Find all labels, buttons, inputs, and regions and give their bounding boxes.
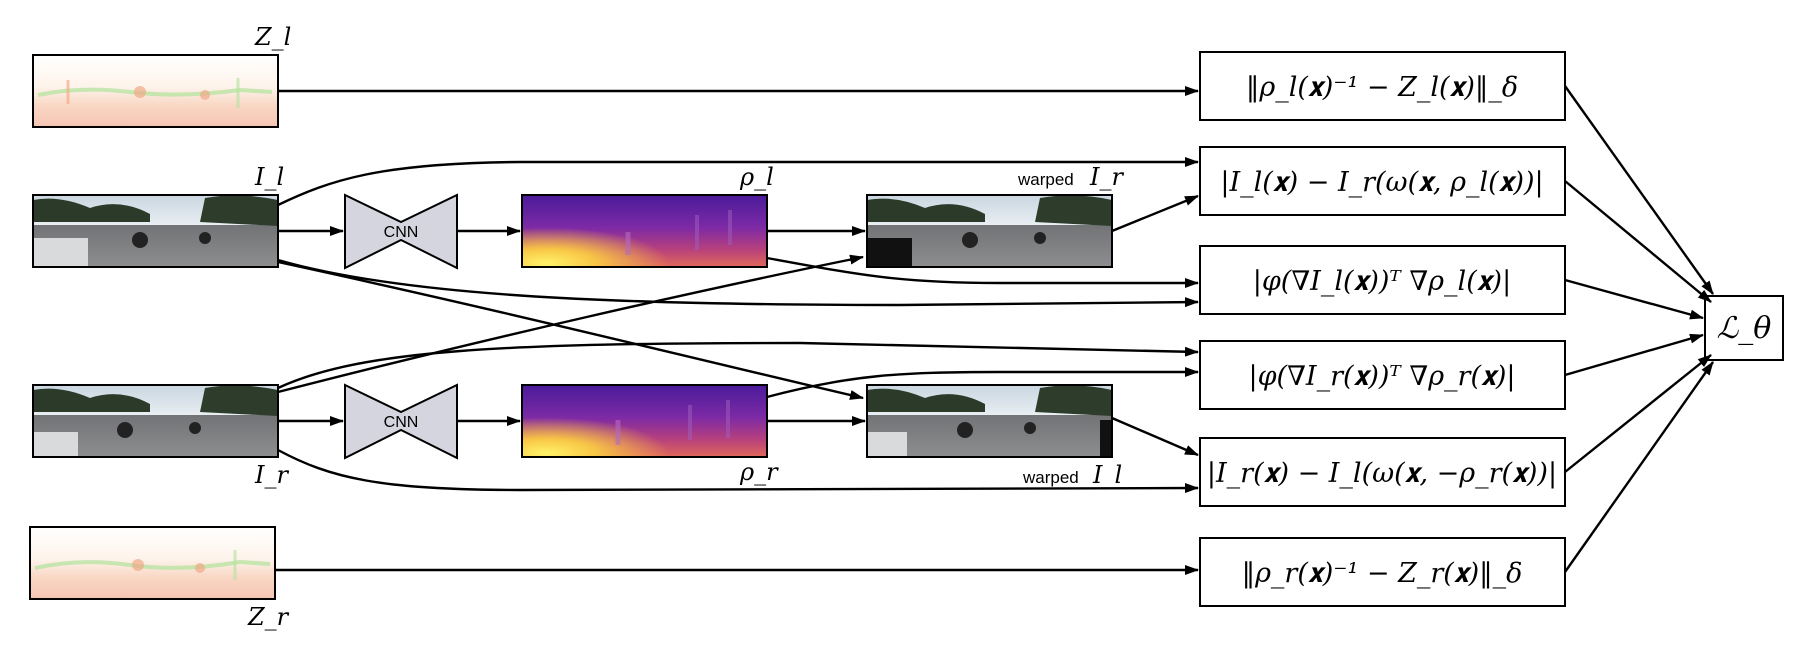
arrow-rhor-loss4 [766, 367, 1199, 399]
total-loss-label: ℒ_θ [1717, 311, 1772, 346]
warped-image-top [866, 194, 1113, 268]
warped-image-bottom [866, 384, 1113, 458]
arrow-loss2-total [1564, 180, 1712, 303]
z-l-label: Z_l [254, 23, 291, 51]
arrow-loss5-total [1564, 354, 1712, 473]
warped-var-bottom: I_l [1092, 461, 1122, 489]
arrow-warped-loss2 [1111, 194, 1199, 233]
warped-word-top: warped [1017, 170, 1074, 189]
cnn-bowtie-bottom [344, 383, 458, 460]
loss-term-1: ‖ρ_l(𝐱)⁻¹ − Z_l(𝐱)‖_δ [1246, 72, 1518, 103]
arrow-ir-warpedtop [277, 254, 864, 394]
arrow-il-warpedbottom [277, 260, 864, 400]
z-r-label: Z_r [247, 603, 290, 631]
loss-box-3 [1199, 245, 1566, 315]
loss-term-2: |I_l(𝐱) − I_r(ω(𝐱, ρ_l(𝐱))| [1220, 167, 1543, 198]
loss-term-4: |φ(∇I_r(𝐱))ᵀ ∇ρ_r(𝐱)| [1249, 361, 1516, 392]
right-image [32, 384, 279, 458]
i-r-label: I_r [254, 461, 289, 489]
depth-map-top [521, 194, 768, 268]
total-loss-box [1704, 295, 1784, 361]
arrow-warped-loss5 [1111, 416, 1199, 457]
arrow-loss1-total [1564, 85, 1714, 295]
warped-var-top: I_r [1089, 163, 1124, 191]
arrow-loss3-total [1564, 278, 1704, 320]
cnn-label-bottom: CNN [384, 414, 419, 431]
loss-box-2 [1199, 146, 1566, 216]
rho-r-label: ρ_r [739, 458, 779, 486]
arrow-il-loss2 [277, 157, 1199, 207]
loss-box-4 [1199, 340, 1566, 410]
loss-box-1 [1199, 51, 1566, 121]
rho-l-label: ρ_l [739, 163, 774, 191]
arrow-loss4-total [1564, 333, 1704, 377]
lidar-image-top [32, 54, 279, 128]
cnn-label-top: CNN [384, 224, 419, 241]
loss-box-5 [1199, 437, 1566, 507]
depth-map-bottom [521, 384, 768, 458]
left-image [32, 194, 279, 268]
arrows [275, 85, 1714, 575]
loss-term-5: |I_r(𝐱) − I_l(ω(𝐱, −ρ_r(𝐱))| [1207, 458, 1557, 489]
i-l-label: I_l [254, 163, 284, 191]
loss-term-3: |φ(∇I_l(𝐱))ᵀ ∇ρ_l(𝐱)| [1253, 266, 1511, 297]
arrow-ir-loss5 [277, 448, 1199, 494]
loss-box-6 [1199, 537, 1566, 607]
arrow-ir-loss4 [277, 341, 1199, 390]
arrow-loss6-total [1564, 361, 1714, 573]
loss-term-6: ‖ρ_r(𝐱)⁻¹ − Z_r(𝐱)‖_δ [1242, 558, 1523, 589]
arrow-rhol-loss3 [766, 256, 1199, 288]
cnn-bowtie-top [344, 193, 458, 270]
lidar-image-bottom [29, 526, 276, 600]
warped-word-bottom: warped [1022, 468, 1079, 487]
